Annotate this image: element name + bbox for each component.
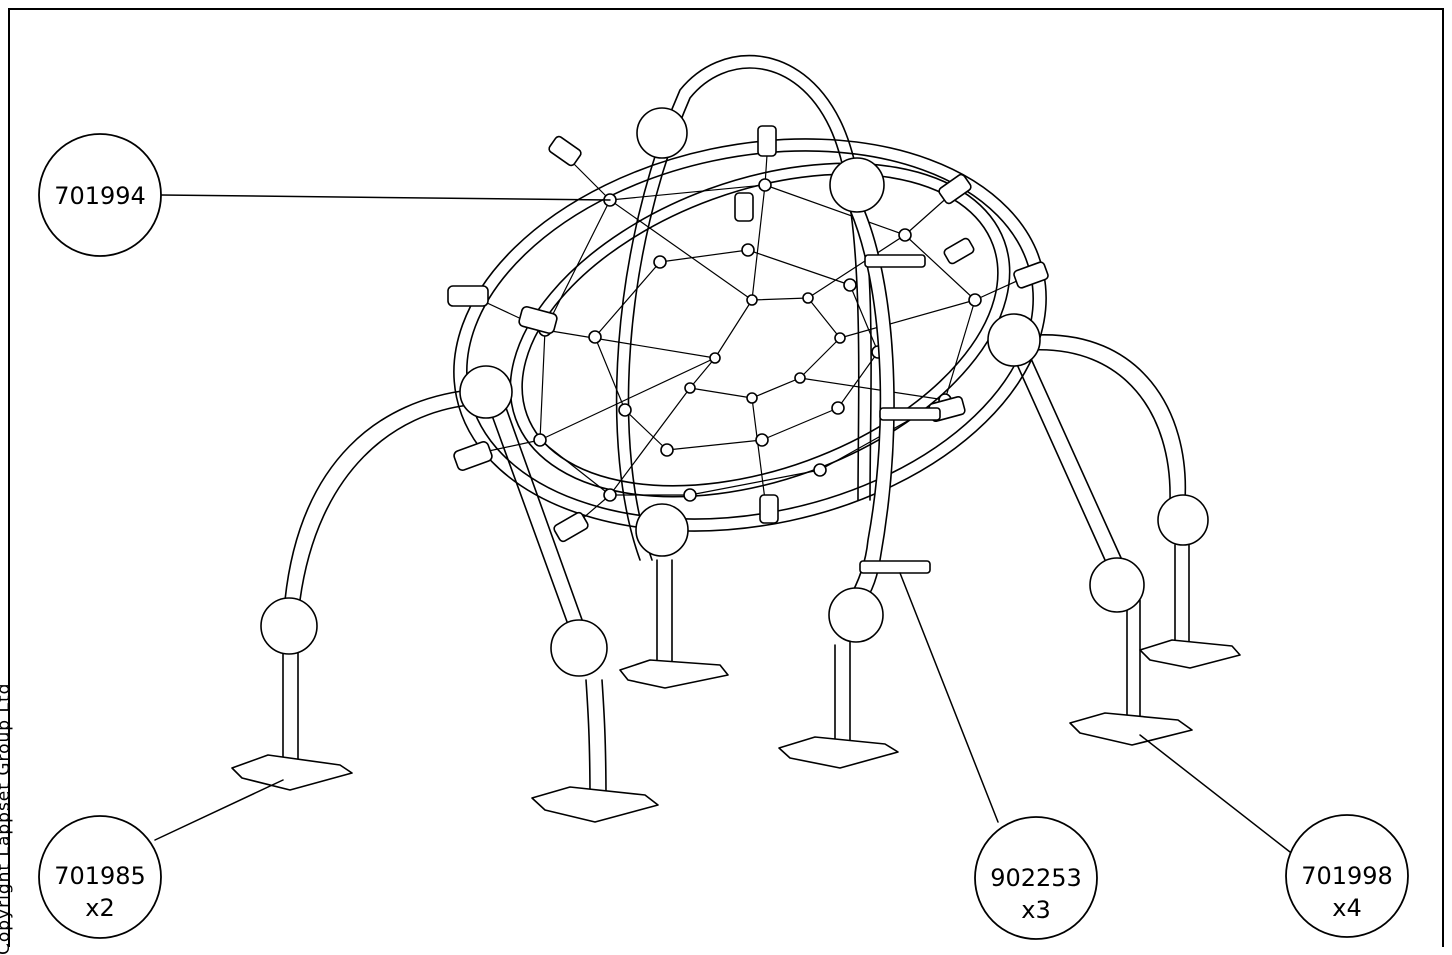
posts (282, 544, 1190, 801)
callout-qty: x3 (1021, 896, 1050, 924)
callout-code: 701985 (54, 862, 146, 890)
callout-qty: x2 (85, 894, 114, 922)
callout-labels: 701994 701985 x2 902253 x3 701998 x4 (54, 182, 1393, 924)
joint-balls (260, 107, 1209, 677)
callout-701985 (38, 815, 162, 939)
outer-ring (453, 138, 1047, 532)
bolt-clamps (859, 254, 941, 574)
legs (284, 334, 1187, 631)
leader-lines (154, 194, 1291, 853)
callout-code: 701998 (1301, 862, 1393, 890)
base-plates (231, 639, 1241, 823)
callout-902253 (974, 816, 1098, 940)
vertical-arch (615, 54, 872, 561)
callout-code: 902253 (990, 864, 1082, 892)
callout-circles (38, 133, 1409, 940)
inner-ring (509, 162, 1011, 498)
callout-code: 701994 (54, 182, 146, 210)
drawing-frame (8, 8, 1444, 947)
callout-qty: x4 (1332, 894, 1361, 922)
callout-701998 (1285, 814, 1409, 938)
callout-701994 (38, 133, 162, 257)
ring-clamps (447, 125, 1049, 543)
